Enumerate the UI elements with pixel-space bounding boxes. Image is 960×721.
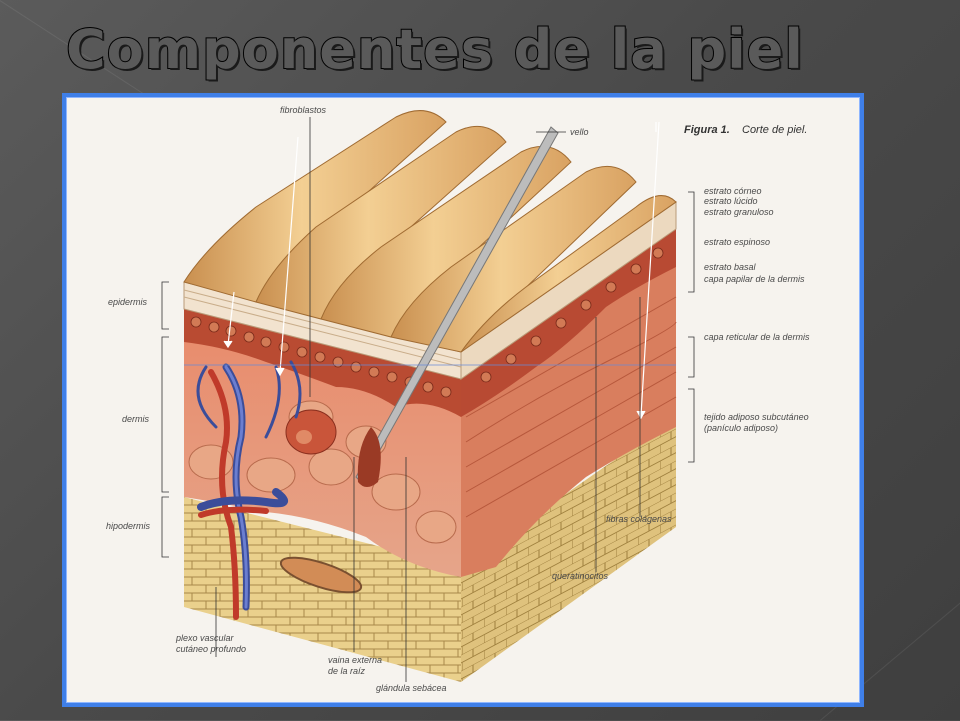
label-estrato-lucido: estrato lúcido <box>704 196 758 206</box>
label-estrato-corneo: estrato córneo <box>704 186 762 196</box>
label-epidermis: epidermis <box>108 297 148 307</box>
label-plexo-vascular: plexo vascular <box>175 633 235 643</box>
label-queratinocitos: queratinocitos <box>552 571 609 581</box>
label-de-la-raiz: de la raíz <box>328 666 366 676</box>
label-hipodermis: hipodermis <box>106 521 151 531</box>
figure-frame: fibroblastos vello Figura 1. Corte de pi… <box>62 93 864 707</box>
hypodermis-front <box>184 497 461 682</box>
label-capa-reticular: capa reticular de la dermis <box>704 332 810 342</box>
sweat-gland <box>279 556 363 594</box>
label-estrato-espinoso: estrato espinoso <box>704 237 770 247</box>
label-fibroblastos: fibroblastos <box>280 105 327 115</box>
hypodermis-right <box>461 417 676 682</box>
label-tejido-adiposo: tejido adiposo subcutáneo <box>704 412 809 422</box>
label-fibras-colagenas: fibras colágenas <box>606 514 672 524</box>
dermis-right <box>461 232 676 577</box>
keratinocyte-cells <box>190 247 664 398</box>
sebaceous-gland <box>285 409 337 455</box>
label-cutaneo-profundo: cutáneo profundo <box>176 644 246 654</box>
slide-title: Componentes de la piel <box>65 17 804 82</box>
skin-cross-section-diagram: fibroblastos vello Figura 1. Corte de pi… <box>106 105 810 693</box>
label-glandula-sebacea: glándula sebácea <box>376 683 447 693</box>
label-dermis: dermis <box>122 414 150 424</box>
annotation-arrows <box>223 121 660 420</box>
hair-root-sheath <box>357 427 381 487</box>
figure-caption-bold: Figura 1. <box>684 124 730 136</box>
label-estrato-basal: estrato basal <box>704 262 757 272</box>
figure-caption: Corte de piel. <box>742 124 807 136</box>
label-paniculo-adiposo: (panículo adiposo) <box>704 423 778 433</box>
label-capa-papilar: capa papilar de la dermis <box>704 274 805 284</box>
leader-lines <box>161 117 695 682</box>
label-vaina-externa: vaina externa <box>328 655 382 665</box>
vascular-plexus <box>196 360 302 620</box>
label-estrato-granuloso: estrato granuloso <box>704 207 774 217</box>
papillary-layer-right <box>461 227 676 417</box>
label-vello: vello <box>570 127 589 137</box>
